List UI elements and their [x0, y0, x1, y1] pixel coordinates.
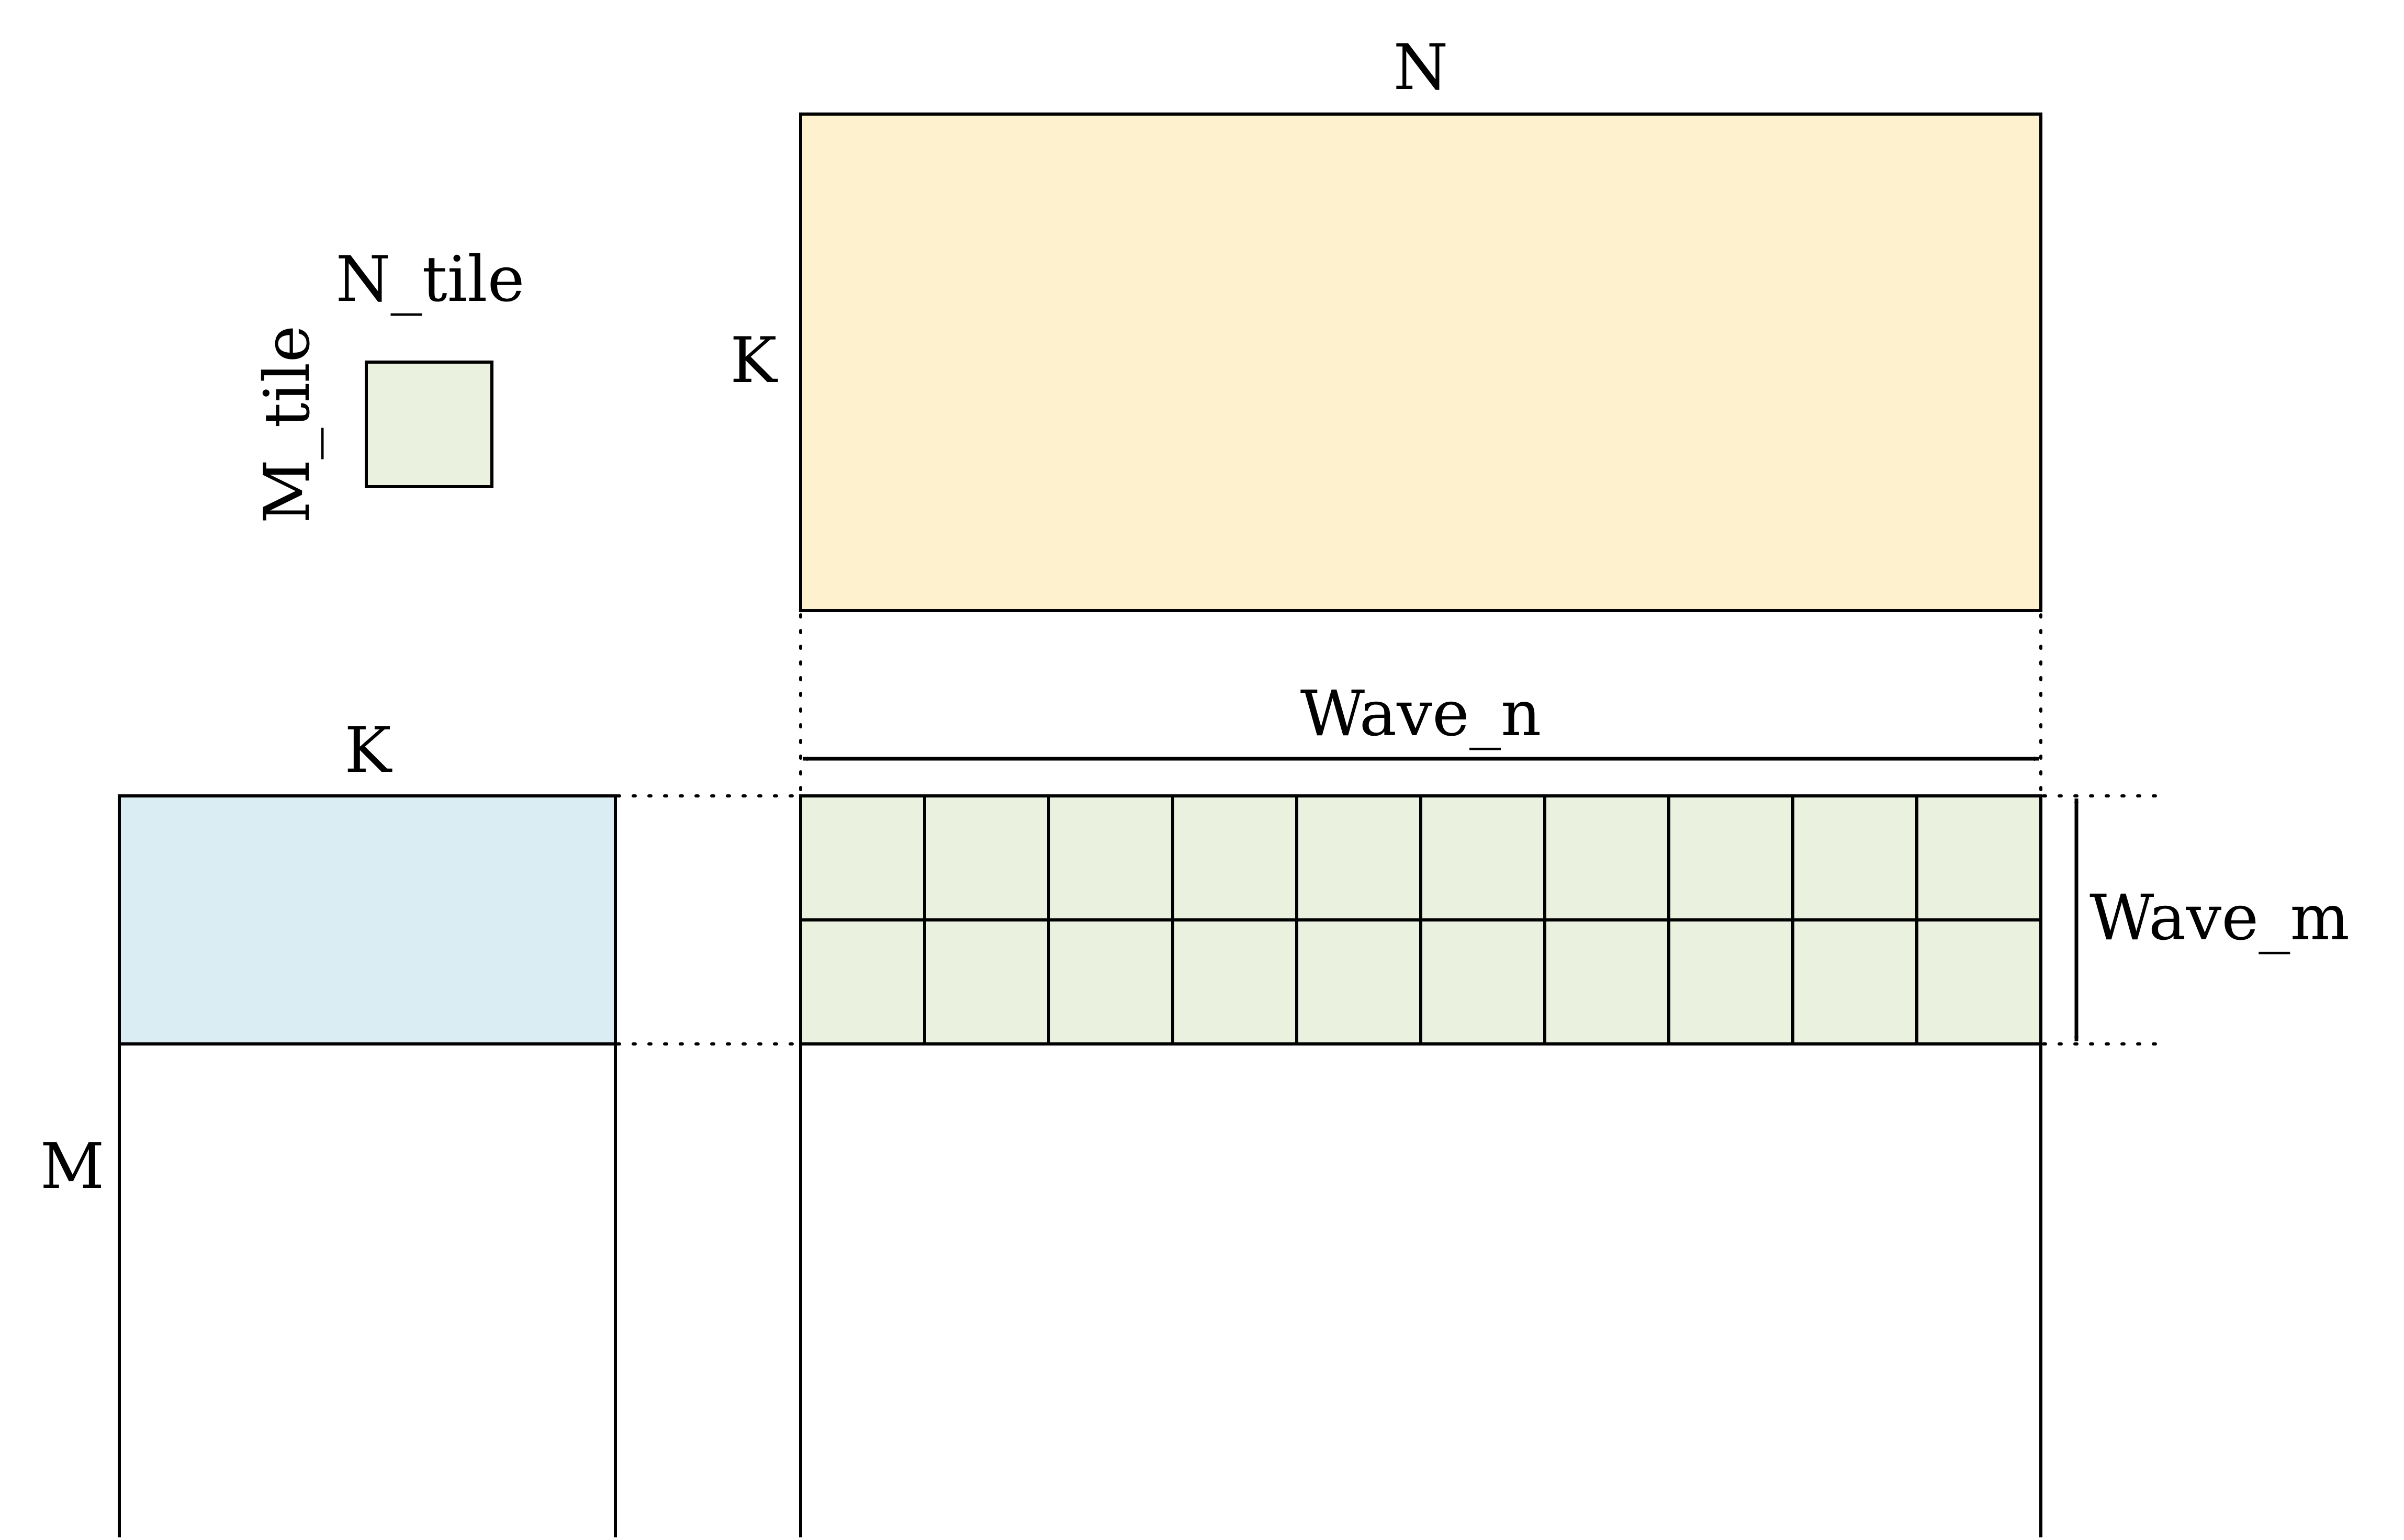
- tile-legend-square: [365, 361, 493, 488]
- label-wave-m: Wave_m: [2090, 882, 2350, 954]
- label-k-top: K: [730, 324, 778, 397]
- label-n-tile: N_tile: [336, 243, 525, 316]
- wave-tile: [1047, 794, 1174, 921]
- matrix-b: [799, 113, 2042, 612]
- wave-tile: [1915, 918, 2042, 1046]
- wave-tile: [1171, 918, 1298, 1046]
- label-wave-n: Wave_n: [1300, 678, 1542, 750]
- wave-tile: [1667, 794, 1794, 921]
- wave-tile: [1047, 918, 1174, 1046]
- wave-tile: [1667, 918, 1794, 1046]
- dotted-guides: [616, 613, 2160, 1046]
- wave-tile: [799, 918, 926, 1046]
- wave-tile: [1791, 794, 1918, 921]
- wave-tile: [1543, 794, 1670, 921]
- label-m: M: [40, 1130, 105, 1203]
- wave-tile: [1419, 794, 1546, 921]
- wave-tile: [923, 794, 1050, 921]
- wave-tile: [1295, 794, 1422, 921]
- wave-tile: [799, 794, 926, 921]
- matrix-a-highlighted-rows: [119, 796, 615, 1044]
- wave-tile-grid: [799, 794, 2042, 1046]
- wave-tile: [1295, 918, 1422, 1046]
- wave-tile: [1791, 918, 1918, 1046]
- wave-tile: [1543, 918, 1670, 1046]
- wave-tile: [1171, 794, 1298, 921]
- label-n: N: [1394, 31, 1448, 104]
- label-m-tile: M_tile: [251, 325, 324, 524]
- wave-tile: [1419, 918, 1546, 1046]
- label-k-left: K: [344, 714, 392, 787]
- wave-tile: [1915, 794, 2042, 921]
- wave-tile: [923, 918, 1050, 1046]
